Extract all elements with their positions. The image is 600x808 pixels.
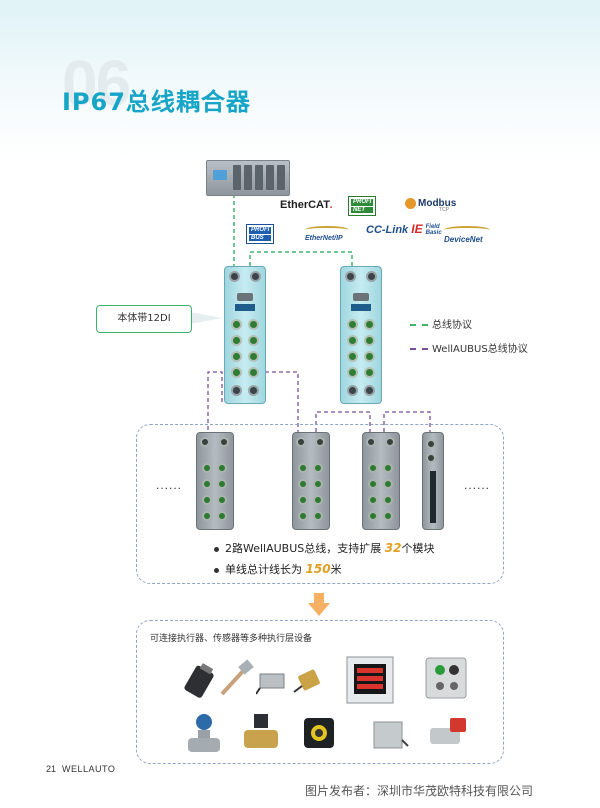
actuator-icon [430, 718, 466, 744]
ethernetip-logo: EtherNet/IP [305, 226, 349, 242]
feature-list: 2路WellAUBUS总线，支持扩展 32个模块 单线总计线长为 150米 [214, 540, 434, 582]
bus-coupler-module [340, 266, 382, 404]
ethercat-logo: EtherCAT. [280, 199, 333, 211]
devices-caption: 可连接执行器、传感器等多种执行层设备 [150, 634, 313, 644]
photoelectric-sensor-icon [304, 718, 334, 748]
wellaubus-line-left [207, 371, 223, 432]
control-box-icon [425, 657, 467, 699]
limit-switch-icon [256, 673, 285, 695]
modbus-logo: Modbus TCP [405, 198, 456, 213]
legend-bus-protocol: 总线协议 [410, 316, 472, 331]
io-extension-module [362, 432, 400, 530]
devicenet-logo: DeviceNet [444, 226, 490, 244]
page-title: IP67总线耦合器 [62, 88, 251, 116]
down-arrow-icon [308, 593, 330, 616]
io-extension-module [196, 432, 234, 530]
callout-12di: 本体带12DI [96, 305, 192, 333]
io-extension-module [292, 432, 330, 530]
solenoid-valve-icon [244, 714, 278, 748]
load-cell-icon [373, 721, 409, 749]
feature-item: 单线总计线长为 150米 [214, 561, 434, 577]
publisher-watermark: 图片发布者：深圳市华茂欧特科技有限公司 [305, 784, 534, 798]
ellipsis-left: ...... [156, 478, 183, 492]
devices-area [136, 620, 504, 764]
legend-wellaubus-protocol: WellAUBUS总线协议 [410, 340, 528, 355]
footer-brand: WELLAUTO [62, 764, 116, 774]
feature-item: 2路WellAUBUS总线，支持扩展 32个模块 [214, 540, 434, 556]
bus-line-coupler-link [249, 251, 353, 266]
page-number: 21 [46, 764, 57, 774]
ellipsis-right: ...... [464, 478, 491, 492]
inductive-sensor-icon [293, 669, 320, 693]
plc-controller [206, 160, 290, 196]
flow-meter-icon [188, 714, 220, 752]
io-slim-module [422, 432, 444, 530]
wellaubus-link-1 [315, 411, 371, 432]
section-number: 06 [62, 47, 131, 119]
proximity-sensor-icon [184, 663, 214, 698]
gear-icon [405, 198, 416, 209]
header-band [0, 0, 600, 160]
bus-coupler-module [224, 266, 266, 404]
cable-sensor-icon [220, 659, 254, 696]
wellaubus-link-2 [383, 411, 431, 432]
expansion-area [136, 424, 504, 584]
callout-arrow [190, 312, 222, 324]
power-meter-icon [346, 656, 394, 704]
